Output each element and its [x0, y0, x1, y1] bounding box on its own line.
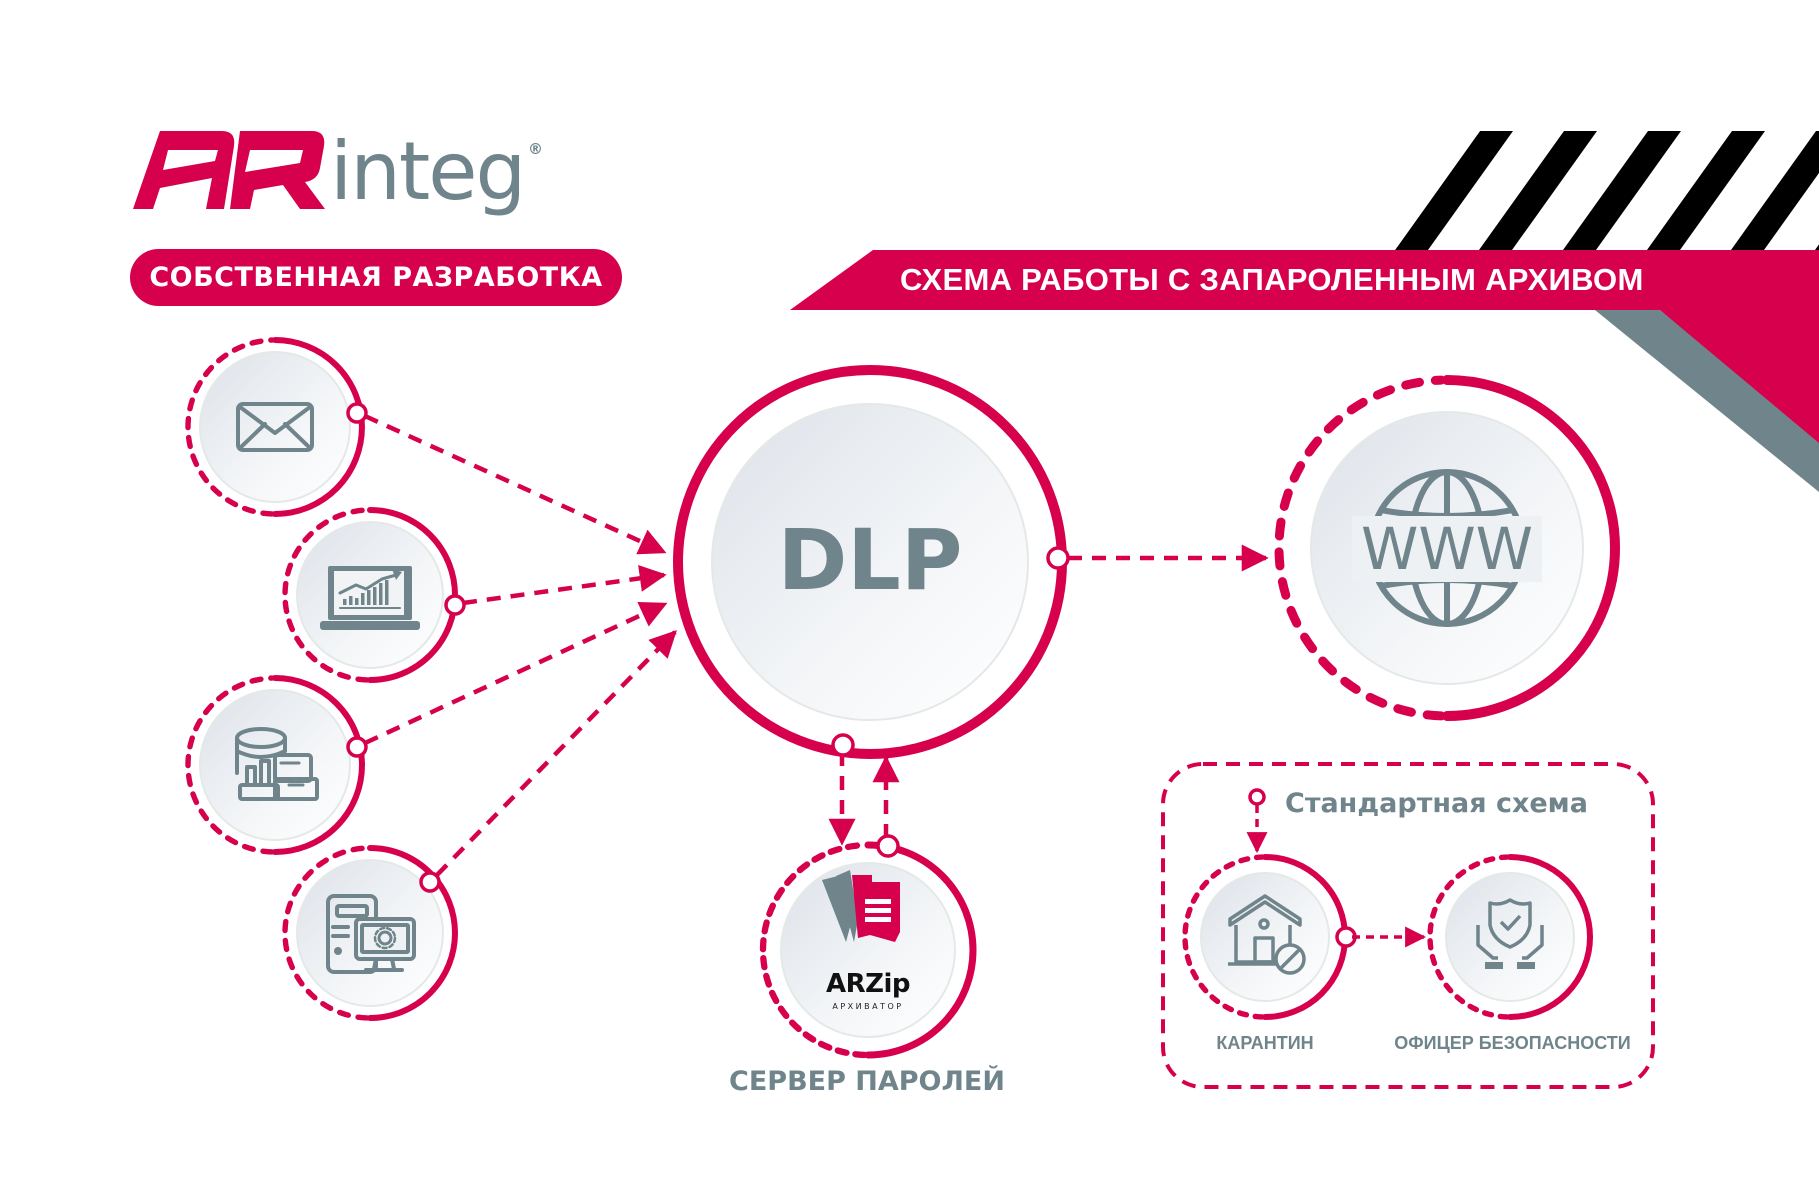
connector-dot	[346, 736, 368, 758]
connector-dot	[1046, 546, 1070, 570]
security-officer-icon	[1476, 898, 1544, 969]
security-officer-node	[1427, 854, 1593, 1020]
connector-analytics-dlp	[462, 564, 667, 606]
password-server-node	[759, 841, 977, 1059]
logo-wordmark: integ	[330, 125, 526, 218]
node-disc	[780, 862, 956, 1038]
arzip-product-name: ARZip	[825, 969, 911, 999]
quarantine-node	[1182, 854, 1348, 1020]
grey-band	[1595, 310, 1819, 492]
www-label: WWW	[1352, 516, 1542, 582]
source-node-analytics	[282, 507, 458, 683]
red-triangle	[1660, 310, 1819, 443]
quarantine-house-icon	[1228, 894, 1306, 975]
connector-dot	[876, 834, 900, 858]
arzip-product-subtitle: АРХИВАТОР	[832, 1002, 904, 1011]
envelope-icon	[236, 402, 314, 452]
connector-dot	[346, 402, 368, 424]
connector-database-dlp	[364, 601, 668, 746]
arzip-logo-icon	[822, 870, 900, 942]
tagline-badge: СОБСТВЕННАЯ РАЗРАБОТКА	[130, 249, 622, 306]
connector-dot	[831, 733, 855, 757]
password-server-label: СЕРВЕР ПАРОЛЕЙ	[729, 1066, 1005, 1097]
registered-mark: ®	[528, 140, 543, 158]
computer-settings-icon	[326, 894, 416, 974]
connector-workstation-dlp	[435, 630, 677, 877]
connector-dot	[419, 871, 441, 893]
dlp-node	[673, 365, 1067, 759]
standard-scheme-connectors	[1246, 788, 1427, 948]
security-officer-label: ОФИЦЕР БЕЗОПАСНОСТИ	[1394, 1033, 1631, 1053]
logo-ar-mark	[133, 131, 325, 209]
node-disc	[199, 351, 351, 503]
database-storage-icon	[235, 727, 319, 801]
source-node-database	[185, 675, 365, 855]
node-disc	[711, 403, 1029, 721]
connector-email-dlp	[364, 413, 667, 555]
source-node-email	[185, 337, 365, 517]
entry-point-dot	[1248, 788, 1266, 806]
standard-scheme-title: Стандартная схема	[1285, 788, 1588, 819]
corner-decoration	[790, 131, 1819, 492]
quarantine-label: КАРАНТИН	[1216, 1033, 1314, 1053]
dlp-label: DLP	[777, 511, 963, 609]
source-connectors	[364, 413, 1269, 877]
node-disc	[1445, 872, 1575, 1002]
laptop-chart-icon	[320, 566, 420, 630]
source-node-workstation	[282, 845, 458, 1021]
stripes	[1395, 131, 1819, 250]
page-title: СХЕМА РАБОТЫ С ЗАПАРОЛЕННЫМ АРХИВОМ	[900, 262, 1644, 297]
tagline-text: СОБСТВЕННАЯ РАЗРАБОТКА	[149, 262, 603, 293]
title-banner	[790, 250, 1819, 310]
connector-dot	[444, 594, 466, 616]
